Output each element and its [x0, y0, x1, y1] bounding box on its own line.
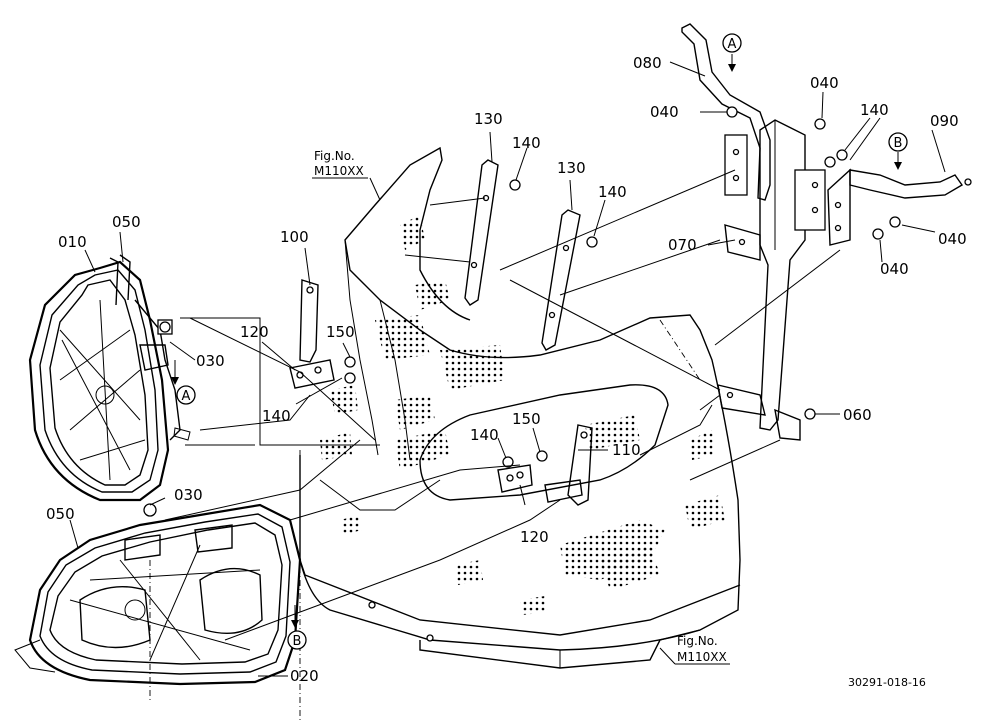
- figure-ref-bottom: Fig.No. M110XX: [677, 634, 727, 664]
- part-label-150-left: 150: [326, 323, 355, 341]
- callout-b-bracket: B: [888, 132, 908, 152]
- callout-b-lamp: B: [287, 630, 307, 650]
- leader-lines: [69, 54, 946, 677]
- part-label-030-upper: 030: [196, 352, 225, 370]
- part-label-140-a: 140: [512, 134, 541, 152]
- part-label-060: 060: [843, 406, 872, 424]
- figure-ref-bottom-line1: Fig.No.: [677, 634, 718, 648]
- part-label-040-a: 040: [650, 103, 679, 121]
- part-label-010: 010: [58, 233, 87, 251]
- connection-lines: [149, 169, 841, 720]
- part-label-140-b: 140: [598, 183, 627, 201]
- part-label-130-right: 130: [557, 159, 586, 177]
- part-label-050-lower: 050: [46, 505, 75, 523]
- part-label-120-right: 120: [520, 528, 549, 546]
- headlamp-upper: [28, 254, 191, 502]
- part-label-070: 070: [668, 236, 697, 254]
- part-label-040-d: 040: [880, 260, 909, 278]
- part-label-040-c: 040: [938, 230, 967, 248]
- part-label-050-upper: 050: [112, 213, 141, 231]
- figure-ref-top-line2: M110XX: [314, 164, 364, 178]
- headlamp-lower: [14, 503, 302, 686]
- part-label-150-right: 150: [512, 410, 541, 428]
- part-label-080: 080: [633, 54, 662, 72]
- part-label-110: 110: [612, 441, 641, 459]
- part-label-100: 100: [280, 228, 309, 246]
- part-label-020: 020: [290, 667, 319, 685]
- figure-ref-top-line1: Fig.No.: [314, 149, 355, 163]
- callout-b-lamp-label: B: [293, 634, 302, 649]
- callout-a-lamp-label: A: [182, 389, 191, 404]
- fasteners: [143, 106, 901, 517]
- strips-130: [464, 159, 581, 351]
- small-brackets: [289, 279, 593, 506]
- part-label-040-b: 040: [810, 74, 839, 92]
- callout-b-bracket-label: B: [894, 136, 903, 151]
- part-label-140-d: 140: [470, 426, 499, 444]
- part-labels: 010 020 030 030 040 040 040 040 050 050 …: [46, 54, 967, 685]
- drawing-code: 30291-018-16: [848, 676, 926, 689]
- hood-panel: [299, 146, 741, 669]
- callout-a-lamp: A: [176, 385, 196, 405]
- part-label-140-e: 140: [860, 101, 889, 119]
- callout-a-bracket: A: [722, 33, 742, 53]
- callout-a-bracket-label: A: [728, 37, 737, 52]
- part-label-120-left: 120: [240, 323, 269, 341]
- figure-ref-bottom-line2: M110XX: [677, 650, 727, 664]
- figure-ref-top: Fig.No. M110XX: [314, 149, 364, 178]
- part-label-090: 090: [930, 112, 959, 130]
- part-label-030-lower: 030: [174, 486, 203, 504]
- part-label-130-left: 130: [474, 110, 503, 128]
- part-label-140-c: 140: [262, 407, 291, 425]
- bracket-assembly: [681, 23, 972, 441]
